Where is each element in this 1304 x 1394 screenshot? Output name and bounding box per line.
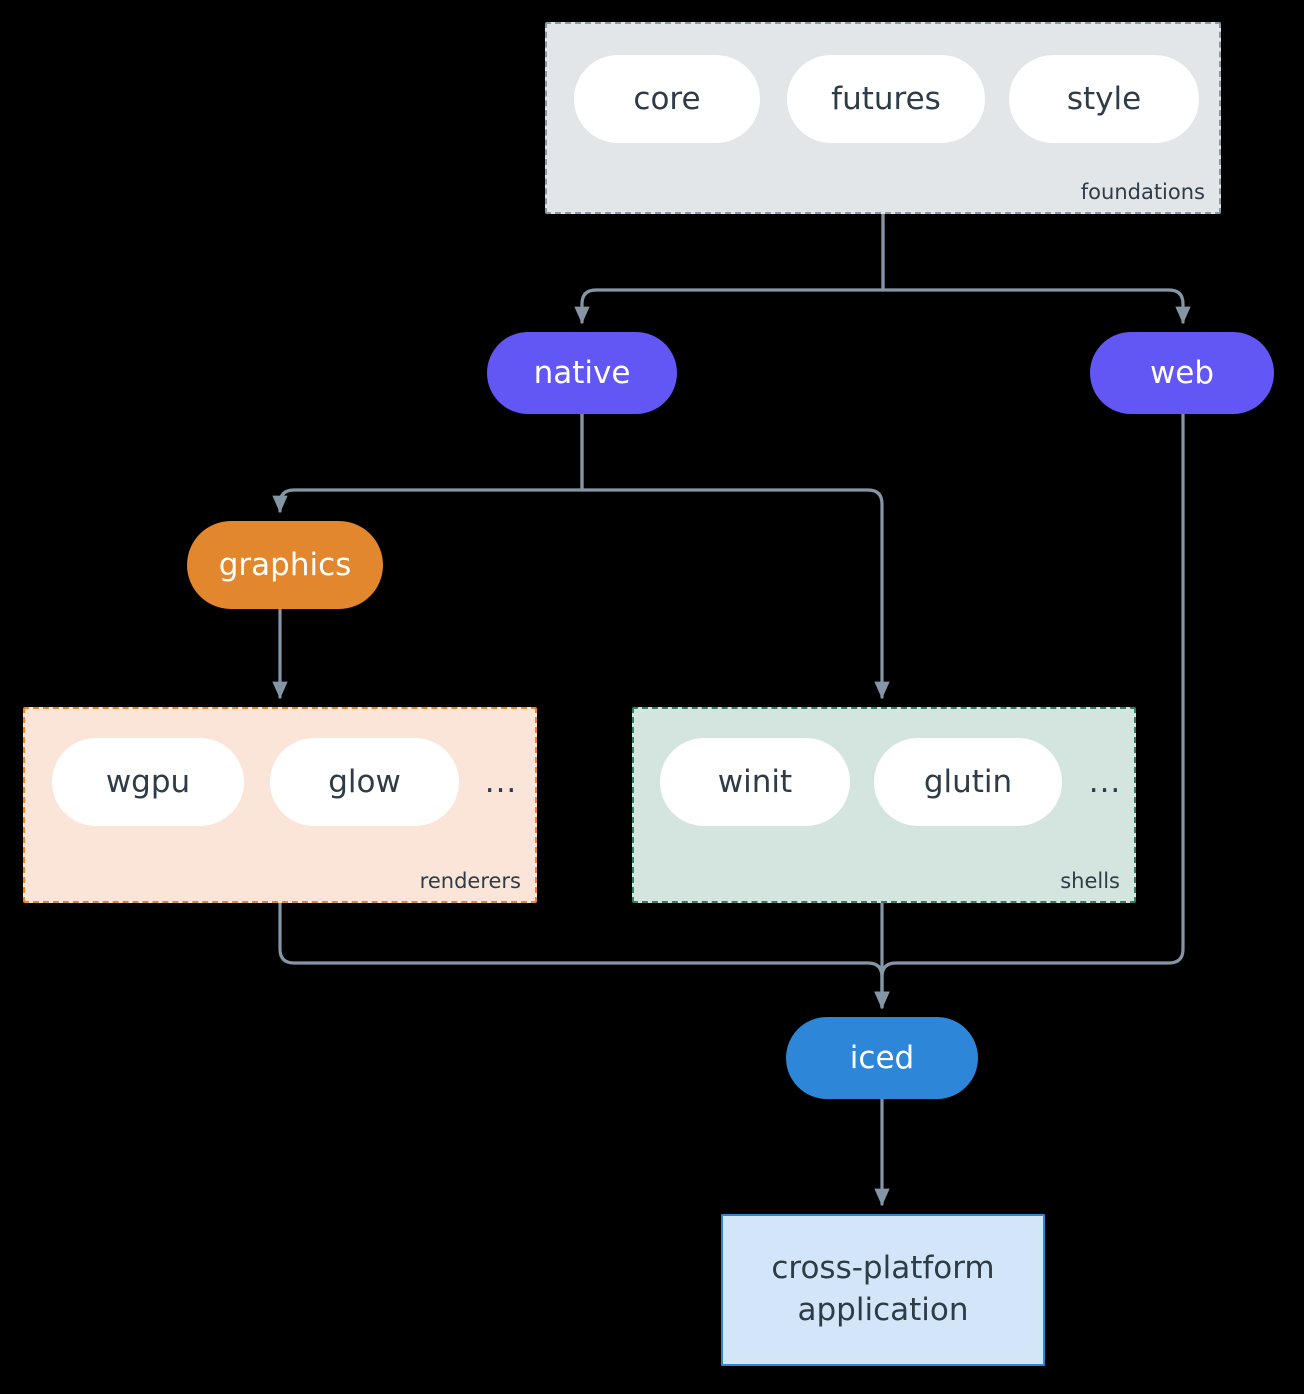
node-wgpu[interactable]: wgpu (52, 738, 244, 826)
node-native[interactable]: native (487, 332, 677, 414)
node-glow-label: glow (328, 764, 401, 800)
cluster-renderers-label: renderers (419, 869, 521, 893)
edge-native-shells (580, 412, 890, 699)
node-cross-platform-application[interactable]: cross-platform application (721, 1214, 1045, 1366)
cluster-shells: winit glutin ... shells (632, 707, 1136, 903)
edge-native-graphics (272, 412, 584, 513)
node-glutin-label: glutin (923, 764, 1013, 800)
node-winit[interactable]: winit (660, 738, 850, 826)
node-renderers-more-label: ... (484, 764, 518, 800)
node-wgpu-label: wgpu (105, 764, 191, 800)
node-glutin[interactable]: glutin (874, 738, 1062, 826)
node-renderers-more: ... (477, 764, 525, 800)
node-style[interactable]: style (1009, 55, 1199, 143)
node-futures[interactable]: futures (787, 55, 985, 143)
node-futures-label: futures (831, 81, 941, 117)
node-application-label-line1: cross-platform (771, 1250, 995, 1287)
node-web-label: web (1149, 355, 1215, 391)
node-application-label-line2: application (797, 1292, 969, 1328)
node-core[interactable]: core (574, 55, 760, 143)
node-graphics-label: graphics (218, 547, 352, 583)
node-shells-more-label: ... (1088, 764, 1122, 800)
edge-renderers-iced (278, 901, 890, 1009)
cluster-shells-label: shells (1060, 869, 1120, 893)
node-glow[interactable]: glow (270, 738, 459, 826)
cluster-foundations-label: foundations (1080, 180, 1205, 204)
edge-foundations-native (574, 212, 885, 324)
node-graphics[interactable]: graphics (187, 521, 383, 609)
edge-foundations-web (881, 212, 1191, 324)
cluster-renderers: wgpu glow ... renderers (23, 707, 537, 903)
node-iced[interactable]: iced (786, 1017, 978, 1099)
node-style-label: style (1066, 81, 1142, 117)
cluster-foundations: core futures style foundations (545, 22, 1221, 214)
node-web[interactable]: web (1090, 332, 1274, 414)
node-core-label: core (633, 81, 701, 117)
node-shells-more: ... (1081, 764, 1129, 800)
node-winit-label: winit (717, 764, 793, 800)
node-iced-label: iced (849, 1040, 915, 1076)
node-native-label: native (533, 355, 631, 391)
